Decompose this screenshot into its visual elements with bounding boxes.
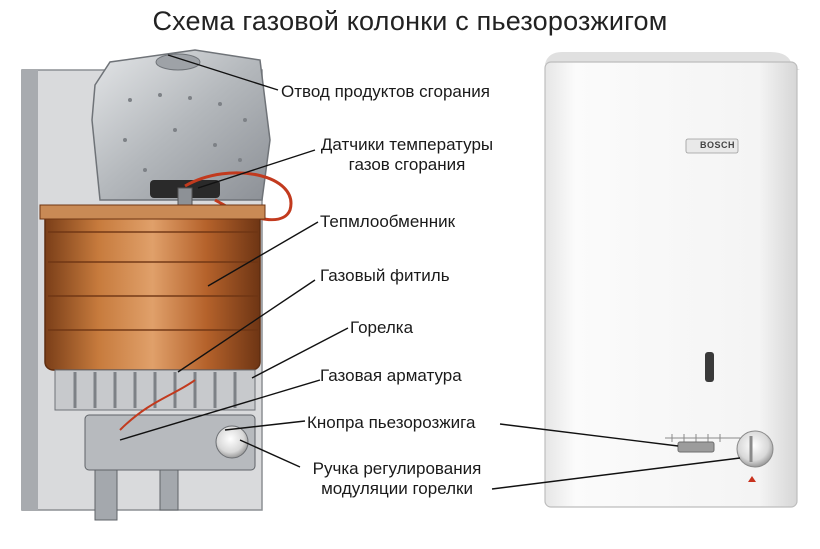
flame-mark — [748, 476, 756, 482]
piezo-slider — [677, 441, 715, 453]
valve-knob — [215, 425, 249, 459]
leader-heat-exchanger — [207, 221, 319, 287]
exchanger-body — [44, 209, 261, 371]
heater-internals — [21, 49, 293, 521]
leader-piezo-right — [499, 423, 679, 447]
leader-knob-right — [491, 457, 741, 490]
label-temp-sensors: Датчики температуры газов сгорания — [307, 135, 507, 175]
control-panel — [665, 430, 774, 482]
label-temp-sensors-line2: газов сгорания — [348, 155, 466, 174]
label-exhaust: Отвод продуктов сгорания — [281, 82, 490, 101]
leader-knob-left — [239, 439, 301, 468]
leader-burner — [251, 327, 349, 379]
valve-pipe-2 — [159, 469, 179, 511]
heater-casing — [544, 52, 800, 508]
leader-lines — [119, 54, 741, 490]
leader-gas-valve — [119, 379, 321, 441]
label-heat-exchanger: Тепмлообменник — [320, 212, 456, 231]
label-modulation-knob-line2: модуляции горелки — [321, 479, 473, 498]
label-modulation-knob-line1: Ручка регулирования — [312, 459, 482, 478]
label-modulation-knob: Ручка регулирования модуляции горелки — [292, 459, 502, 499]
hood-rivets — [123, 93, 247, 172]
exchanger-fins — [48, 231, 258, 331]
modulation-knob-body — [736, 430, 774, 468]
valve-pipe — [94, 469, 118, 521]
leader-piezo-left — [224, 420, 306, 431]
exchanger-top-plate — [39, 204, 266, 220]
leader-exhaust — [167, 54, 279, 91]
leader-gas-wick — [177, 279, 316, 373]
sight-window — [705, 352, 714, 382]
side-rail — [22, 70, 38, 510]
label-burner: Горелка — [350, 318, 414, 337]
flue-outlet — [155, 53, 201, 71]
label-gas-valve: Газовая арматура — [320, 366, 462, 385]
diagram-title: Схема газовой колонки с пьезорозжигом — [152, 6, 668, 36]
label-temp-sensors-line1: Датчики температуры — [320, 135, 494, 154]
leader-temp-sensors — [197, 149, 316, 189]
brand-badge — [685, 138, 739, 154]
piezo-wire — [119, 379, 196, 431]
flue-hood — [91, 49, 271, 201]
brand-label: BOSCH — [700, 140, 736, 150]
casing-body — [544, 61, 798, 508]
label-piezo-button: Кнопра пьезорозжига — [307, 413, 476, 432]
label-gas-wick: Газовый фитиль — [320, 266, 450, 285]
